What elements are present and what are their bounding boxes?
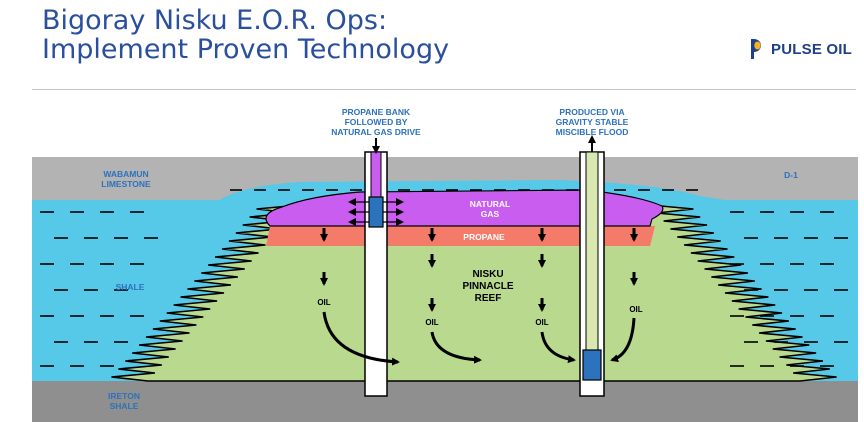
label-natural: NATURAL [470, 199, 510, 209]
label-oil-3: OIL [535, 318, 548, 327]
callout-injection-line-2: FOLLOWED BY [345, 117, 408, 127]
label-pinnacle: PINNACLE [462, 281, 513, 292]
header-divider [32, 89, 856, 90]
down-arrow-icons [320, 228, 638, 312]
nisku-reef-body [111, 204, 837, 382]
company-logo: PULSE OIL [748, 38, 852, 60]
curved-arrow-icons [322, 311, 636, 366]
label-ireton-shale: SHALE [110, 401, 139, 411]
ireton-shale-layer [32, 381, 858, 422]
slide-title: Bigoray Nisku E.O.R. Ops: Implement Prov… [42, 6, 449, 64]
label-d1: D-1 [784, 170, 798, 180]
title-line-1: Bigoray Nisku E.O.R. Ops: [42, 5, 388, 36]
callout-injection-line-1: PROPANE BANK [342, 107, 411, 117]
injection-well [348, 138, 404, 397]
callout-production-line-1: PRODUCED VIA [559, 107, 624, 117]
shale-dash-marks [40, 189, 848, 367]
label-oil-1: OIL [317, 298, 330, 307]
label-ireton: IRETON [108, 391, 140, 401]
label-propane: PROPANE [463, 232, 505, 242]
label-nisku: NISKU [472, 269, 503, 280]
title-line-2: Implement Proven Technology [42, 34, 450, 65]
logo-text: PULSE OIL [771, 40, 852, 58]
callout-injection-line-3: NATURAL GAS DRIVE [331, 127, 421, 137]
label-wabamun: WABAMUN [103, 169, 148, 179]
label-shale: SHALE [116, 282, 145, 292]
label-limestone: LIMESTONE [101, 179, 151, 189]
injection-perforations [368, 196, 384, 228]
propane-bank-layer [266, 226, 655, 246]
callout-production-line-2: GRAVITY STABLE [556, 117, 629, 127]
label-reef: REEF [475, 293, 502, 304]
production-well [579, 135, 605, 397]
label-oil-2: OIL [425, 318, 438, 327]
label-gas: GAS [481, 209, 500, 219]
pulse-oil-logo-icon [751, 39, 762, 59]
callout-production-line-3: MISCIBLE FLOOD [556, 127, 629, 137]
label-oil-4: OIL [629, 305, 642, 314]
production-perforations [582, 349, 602, 381]
